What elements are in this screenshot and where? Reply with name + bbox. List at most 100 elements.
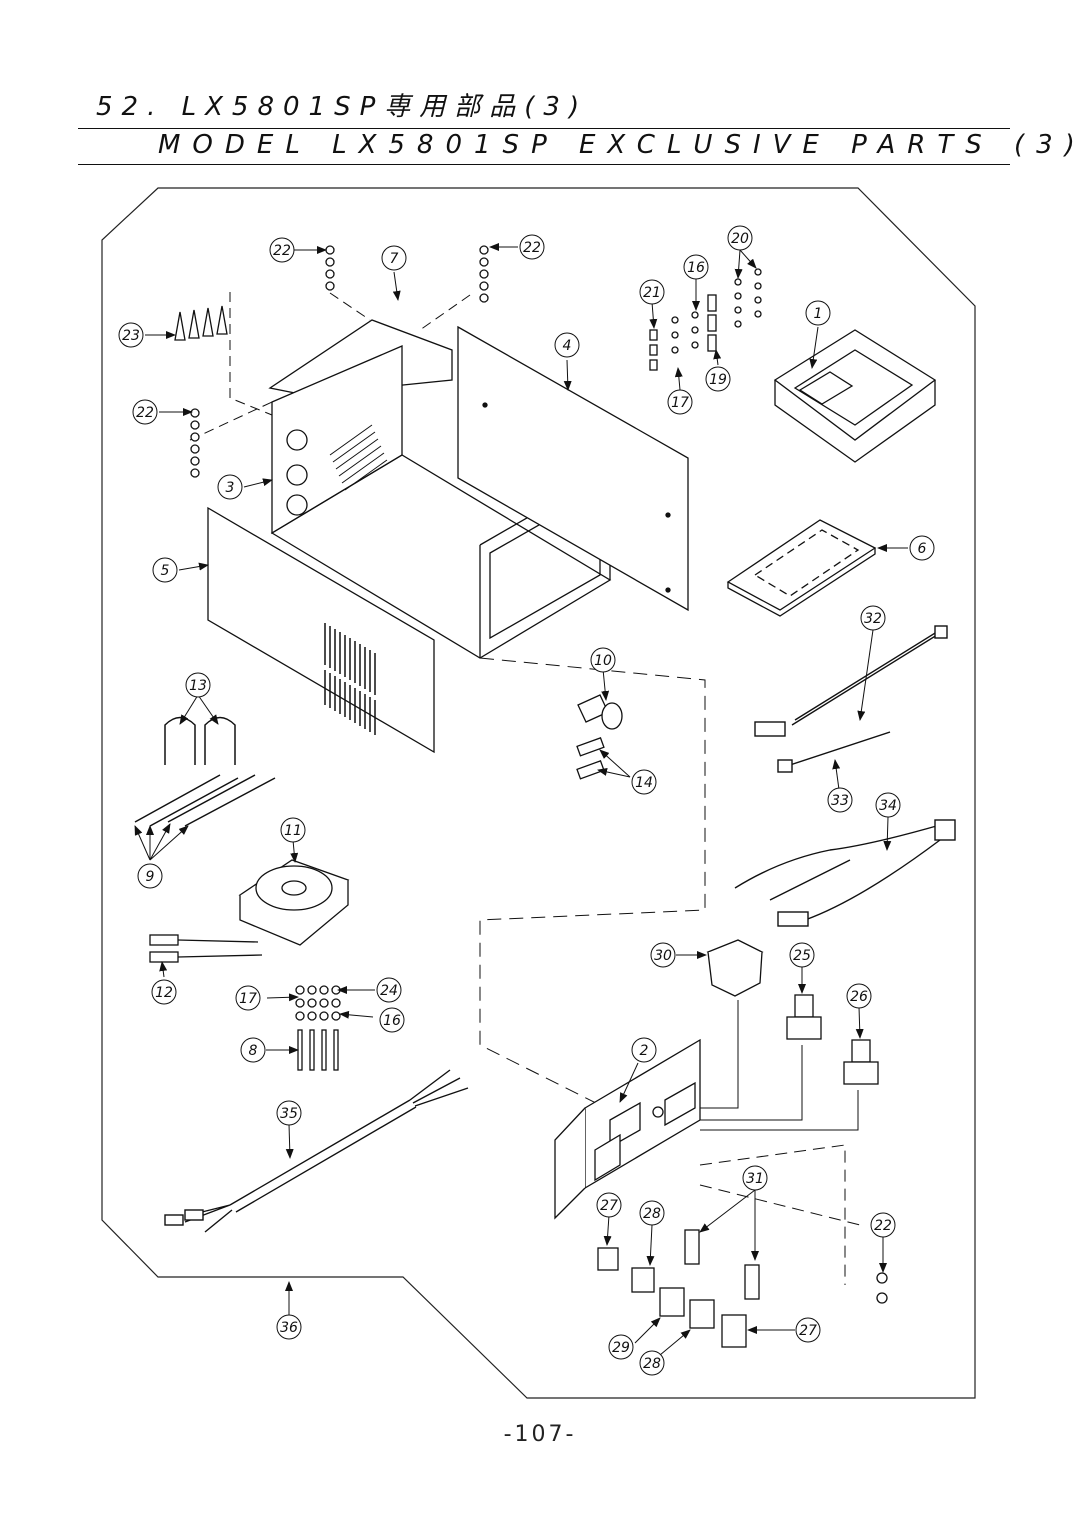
callout-23-label: 23 [122, 328, 140, 344]
callout-16a-label: 16 [687, 260, 705, 276]
cable-clips [164, 716, 236, 765]
callout-11-label: 11 [284, 823, 302, 839]
callout-9-label: 9 [146, 869, 155, 885]
wood-screws [174, 305, 228, 341]
switch-panel [554, 1038, 701, 1220]
callout-10: 10 [590, 647, 616, 673]
callout-25: 25 [789, 942, 815, 968]
callout-22c-label: 22 [136, 405, 154, 421]
title-rule-bottom [78, 164, 1010, 165]
callout-28a: 28 [639, 1200, 665, 1226]
hardware-set [295, 985, 341, 1071]
callout-26: 26 [846, 983, 872, 1009]
switch-components [597, 1229, 888, 1348]
callout-30-label: 30 [654, 948, 672, 964]
callout-25-label: 25 [793, 948, 811, 964]
callout-28b: 28 [639, 1350, 665, 1376]
callout-27b: 27 [795, 1317, 821, 1343]
spacer-set [649, 268, 762, 371]
callout-33-label: 33 [831, 793, 849, 809]
callout-29-label: 29 [612, 1340, 630, 1356]
callout-14: 14 [631, 769, 657, 795]
callout-17b: 17 [667, 389, 693, 415]
callout-19-label: 19 [709, 372, 727, 388]
callout-28a-label: 28 [643, 1206, 661, 1222]
cooling-fan [238, 859, 350, 946]
main-pcb [773, 329, 937, 463]
callout-27b-label: 27 [799, 1323, 817, 1339]
rocker-switch [706, 939, 764, 997]
callout-17b-label: 17 [671, 395, 689, 411]
callout-27a: 27 [596, 1192, 622, 1218]
callout-7-label: 7 [390, 251, 399, 267]
callout-1: 1 [805, 300, 831, 326]
callout-33: 33 [827, 787, 853, 813]
callout-34: 34 [875, 792, 901, 818]
callout-21-label: 21 [643, 285, 661, 301]
section-title-english: MODEL LX5801SP EXCLUSIVE PARTS (3) [158, 130, 1080, 160]
power-harness [164, 1069, 469, 1233]
fuse-holder [576, 694, 623, 780]
callout-16a: 16 [683, 254, 709, 280]
callout-6: 6 [909, 535, 935, 561]
panel-wires [699, 1000, 861, 1285]
callout-16b-label: 16 [383, 1013, 401, 1029]
front-panel [207, 506, 435, 754]
callout-31: 31 [742, 1165, 768, 1191]
callout-3: 3 [217, 474, 243, 500]
callout-17a: 17 [235, 985, 261, 1011]
callout-28b-label: 28 [643, 1356, 661, 1372]
cable-ties [134, 774, 276, 827]
callout-23: 23 [118, 322, 144, 348]
callout-20: 20 [727, 225, 753, 251]
callout-5-label: 5 [161, 563, 170, 579]
callout-9: 9 [137, 863, 163, 889]
callout-14-label: 14 [635, 775, 653, 791]
callout-36-label: 36 [280, 1320, 298, 1336]
callout-8: 8 [240, 1037, 266, 1063]
cable-harnesses [734, 625, 956, 927]
sub-pcb [726, 519, 877, 617]
callout-26-label: 26 [850, 989, 868, 1005]
fan-connectors [149, 934, 263, 963]
callout-12: 12 [151, 979, 177, 1005]
callout-3-label: 3 [226, 480, 235, 496]
callout-2-label: 2 [640, 1043, 649, 1059]
callout-22a-label: 22 [273, 243, 291, 259]
callout-1-label: 1 [814, 306, 823, 322]
callout-5: 5 [152, 557, 178, 583]
callout-7: 7 [381, 245, 407, 271]
callout-20-label: 20 [731, 231, 749, 247]
callout-17a-label: 17 [239, 991, 257, 1007]
callout-24: 24 [376, 977, 402, 1003]
kit-boundary-outline [101, 187, 976, 1399]
callout-22a: 22 [269, 237, 295, 263]
callout-4: 4 [554, 332, 580, 358]
leader-lines [134, 243, 908, 1356]
callout-22d-label: 22 [874, 1218, 892, 1234]
callout-19: 19 [705, 366, 731, 392]
title-rule-top [78, 128, 1010, 129]
callout-22c: 22 [132, 399, 158, 425]
callout-34-label: 34 [879, 798, 897, 814]
callout-16b: 16 [379, 1007, 405, 1033]
callout-13: 13 [185, 672, 211, 698]
callout-29: 29 [608, 1334, 634, 1360]
page-number: -107- [503, 1422, 577, 1447]
callout-13-label: 13 [189, 678, 207, 694]
section-title-japanese: 52. LX5801SP専用部品(3) [96, 92, 589, 122]
callout-27a-label: 27 [600, 1198, 618, 1214]
callout-35: 35 [276, 1100, 302, 1126]
callout-22b-label: 22 [523, 240, 541, 256]
potentiometers [786, 994, 879, 1085]
callout-8-label: 8 [249, 1043, 258, 1059]
callout-22d: 22 [870, 1212, 896, 1238]
callout-6-label: 6 [918, 541, 927, 557]
callout-2: 2 [631, 1037, 657, 1063]
control-box-assembly [189, 292, 706, 1131]
callout-21: 21 [639, 279, 665, 305]
screw-set [190, 245, 489, 478]
callout-11: 11 [280, 817, 306, 843]
callout-22b: 22 [519, 234, 545, 260]
